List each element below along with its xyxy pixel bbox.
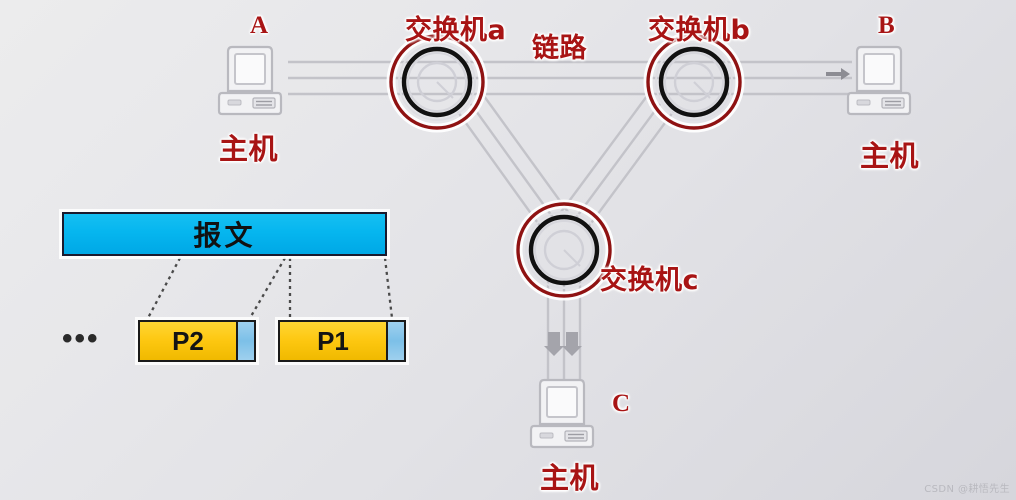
packet-p2-header (236, 322, 254, 360)
csdn-watermark: CSDN @耕悟先生 (924, 484, 1010, 495)
label-host-a-letter: A (250, 12, 269, 39)
label-host-c-caption: 主机 (540, 461, 600, 495)
packet-p1-body: P1 (280, 322, 386, 360)
switch-icon-b (648, 36, 740, 128)
label-switch-b: 交换机b (648, 15, 751, 46)
packet-p2-body: P2 (140, 322, 236, 360)
link-host-a-switch-a (288, 60, 437, 96)
label-host-a-caption: 主机 (219, 132, 279, 166)
packet-p1-label: P1 (317, 325, 349, 356)
host-icon-c (529, 378, 595, 449)
message-box-label: 报文 (193, 219, 256, 252)
packet-leader-lines (146, 257, 394, 319)
message-box: 报文 (62, 212, 387, 256)
packet-p2: P2 (138, 320, 256, 362)
packet-p1: P1 (278, 320, 406, 362)
host-icon-a (217, 45, 283, 116)
packet-ellipsis: ••• (62, 322, 100, 355)
label-link: 链路 (532, 33, 587, 64)
label-switch-c: 交换机c (600, 265, 700, 296)
packet-p2-label: P2 (172, 325, 204, 356)
packet-p1-header (386, 322, 404, 360)
host-icon-b (846, 45, 912, 116)
switch-icon-c (518, 204, 610, 296)
label-switch-a: 交换机a (405, 15, 507, 46)
link-switch-b-switch-c (560, 95, 674, 227)
switch-icon-a (391, 36, 483, 128)
label-host-b-letter: B (878, 12, 896, 39)
label-host-b-caption: 主机 (860, 139, 920, 173)
label-host-c-letter: C (612, 390, 631, 417)
link-switch-a-switch-c (457, 95, 569, 227)
